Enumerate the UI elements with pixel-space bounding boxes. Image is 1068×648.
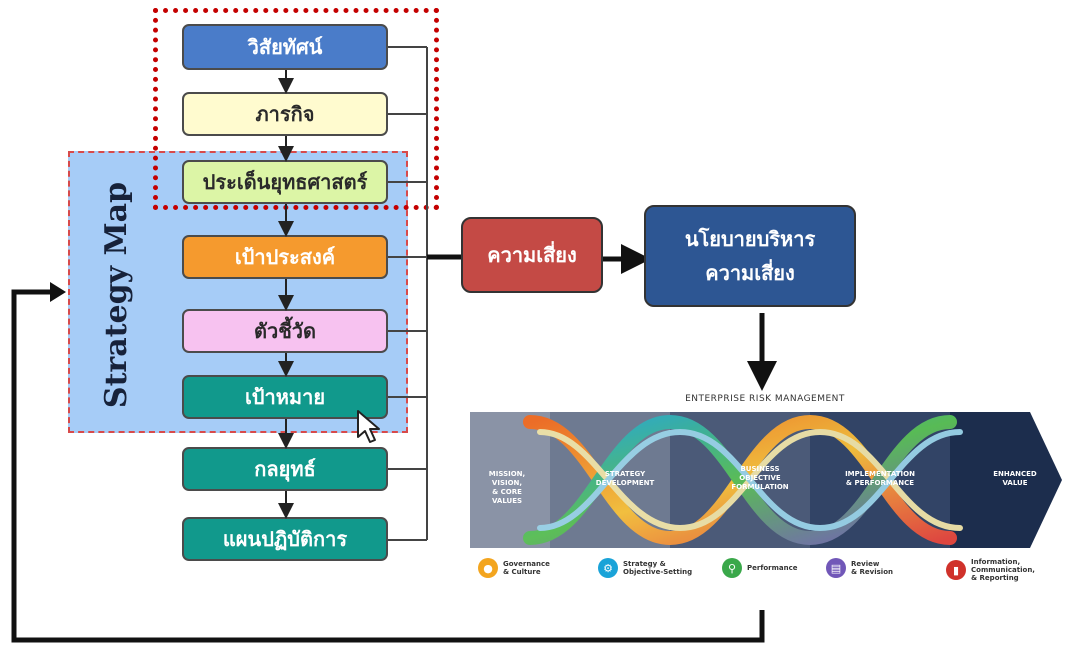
erm-title: ENTERPRISE RISK MANAGEMENT: [685, 394, 845, 404]
erm-phase-1: MISSION, VISION, & CORE VALUES: [488, 470, 526, 505]
erm-phase-4: IMPLEMENTATION & PERFORMANCE: [845, 470, 915, 487]
document-icon: ▤: [826, 558, 846, 578]
risk-policy-line2: ความเสี่ยง: [705, 261, 795, 285]
gears-icon: ⚙: [598, 558, 618, 578]
erm-component-strategy: ⚙ Strategy & Objective-Setting: [598, 558, 692, 578]
risk-policy-line1: นโยบายบริหาร: [684, 227, 816, 251]
strategic-issue-box: ประเด็นยุทธศาสตร์: [182, 160, 388, 204]
vision-mission-issue-frame: [153, 8, 439, 210]
people-icon: ●: [478, 558, 498, 578]
erm-component-governance: ● Governance & Culture: [478, 558, 550, 578]
erm-phase-3: BUSINESS OBJECTIVE FORMULATION: [731, 465, 789, 491]
erm-component-performance: ⚲ Performance: [722, 558, 798, 578]
erm-component-review: ▤ Review & Revision: [826, 558, 893, 578]
strategy-box: กลยุทธ์: [182, 447, 388, 491]
risk-policy-box: นโยบายบริหาร ความเสี่ยง: [644, 205, 856, 307]
mouse-cursor-icon: [357, 410, 380, 443]
indicator-box: ตัวชี้วัด: [182, 309, 388, 353]
erm-component-information: ▮ Information, Communication, & Reportin…: [946, 558, 1035, 582]
mission-box: ภารกิจ: [182, 92, 388, 136]
target-box: เป้าหมาย: [182, 375, 388, 419]
erm-phase-2: STRATEGY DEVELOPMENT: [595, 470, 655, 487]
risk-box: ความเสี่ยง: [461, 217, 603, 293]
action-plan-box: แผนปฏิบัติการ: [182, 517, 388, 561]
erm-phase-5: ENHANCED VALUE: [993, 470, 1037, 487]
magnifier-icon: ⚲: [722, 558, 742, 578]
erm-helix-graphic: [470, 412, 1062, 548]
vision-box: วิสัยทัศน์: [182, 24, 388, 70]
feedback-bus: [388, 46, 428, 541]
bar-chart-icon: ▮: [946, 560, 966, 580]
